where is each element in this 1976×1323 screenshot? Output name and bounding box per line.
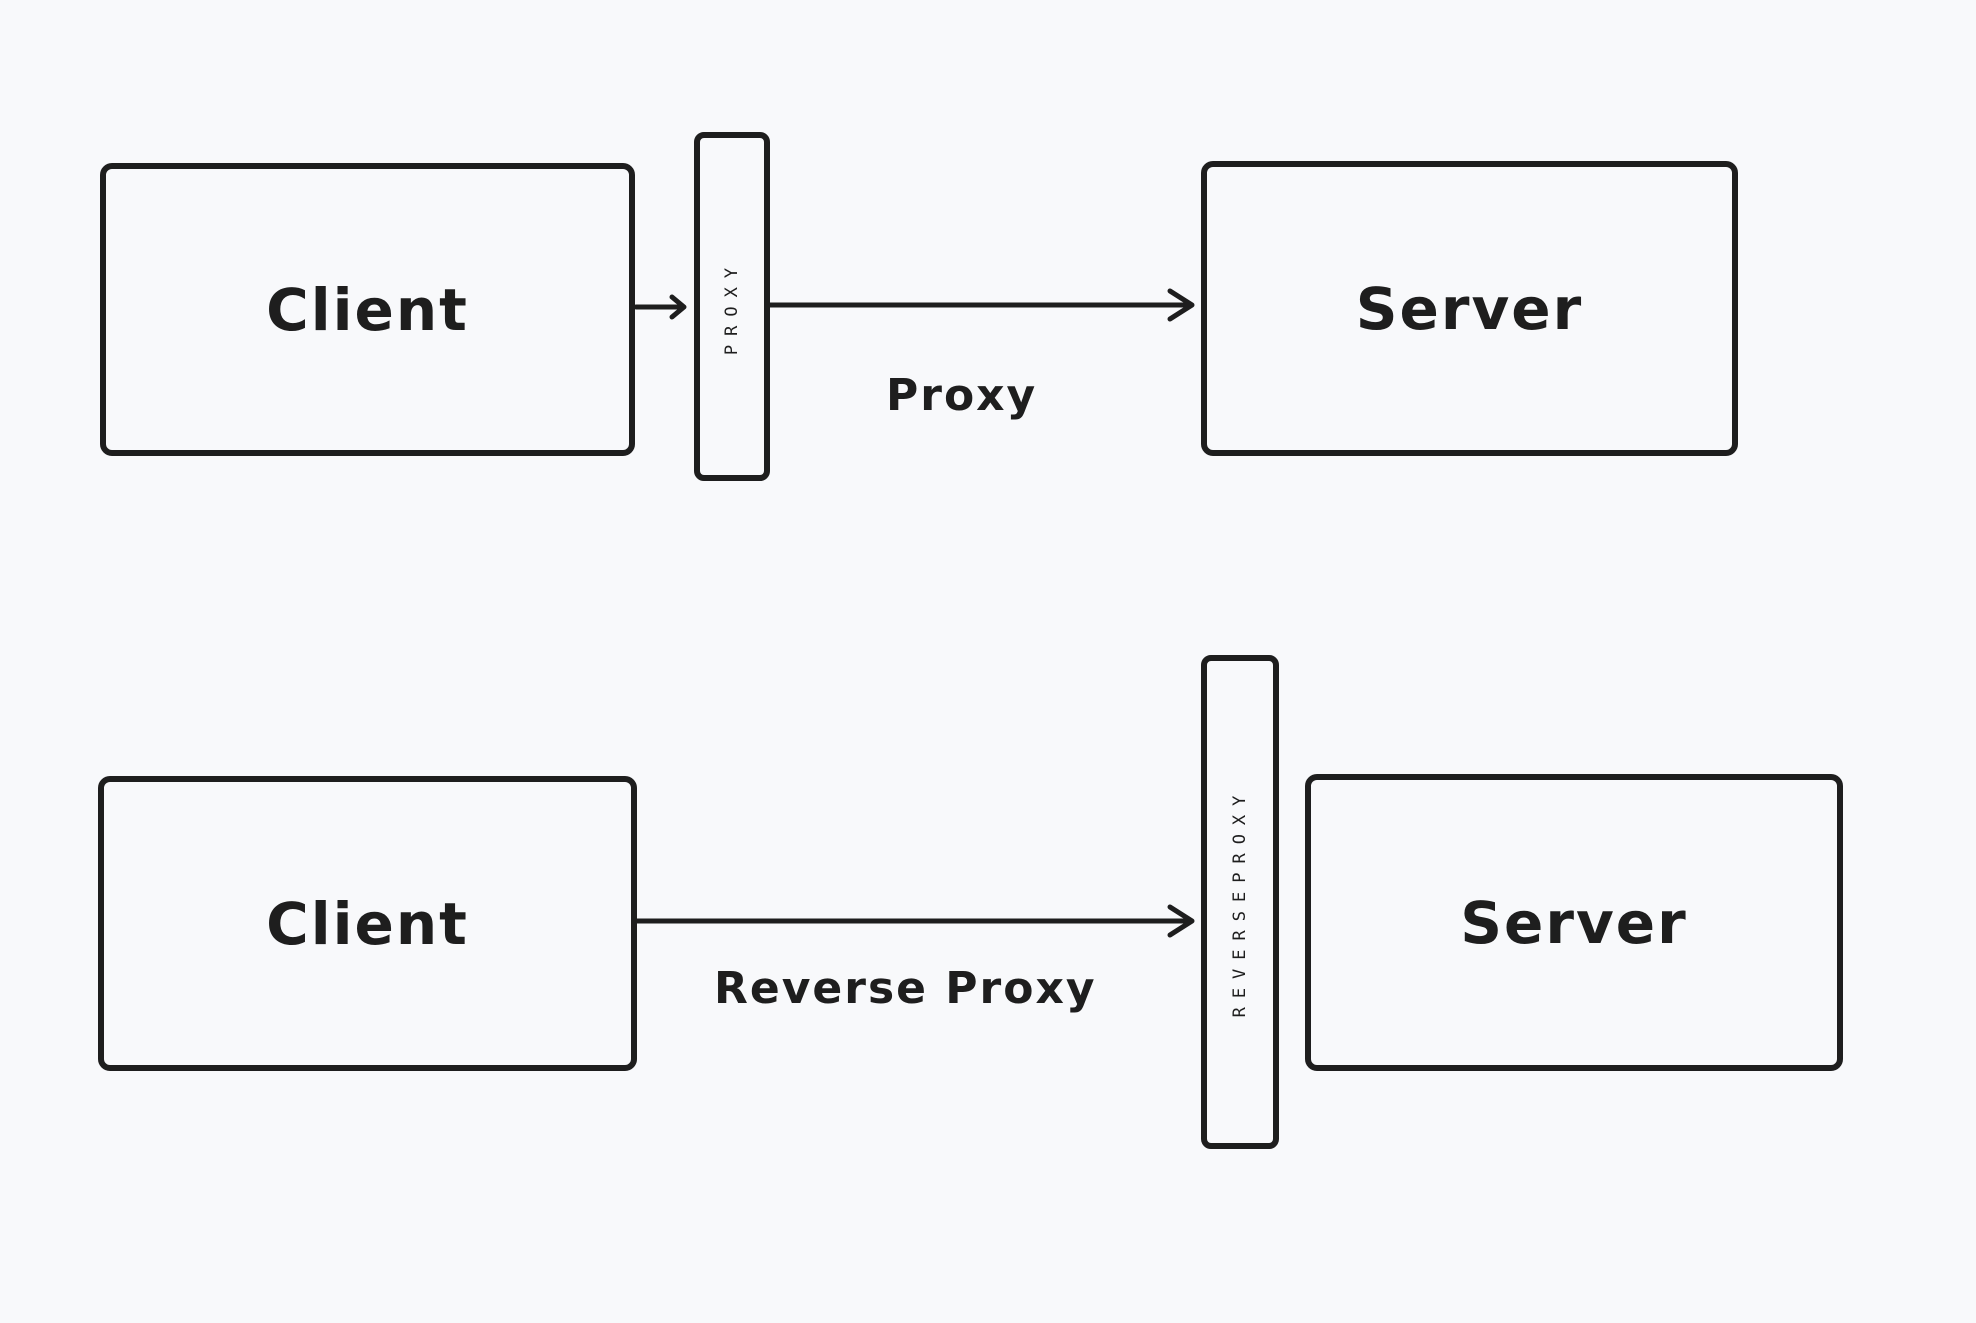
bottom-client-label: Client [266, 889, 469, 958]
arrow-client-to-reverse-proxy [633, 904, 1195, 938]
arrow-proxy-to-server [767, 288, 1195, 322]
proxy-bar: PROXY [694, 132, 770, 481]
top-client-box: Client [100, 163, 635, 456]
top-server-box: Server [1201, 161, 1738, 456]
bottom-server-box: Server [1305, 774, 1843, 1071]
proxy-bar-text: PROXY [722, 258, 742, 355]
top-server-label: Server [1355, 274, 1584, 343]
bottom-client-box: Client [98, 776, 637, 1071]
arrow-client-to-proxy [633, 294, 687, 320]
top-edge-label: Proxy [886, 370, 1038, 421]
top-client-label: Client [266, 275, 469, 344]
reverse-proxy-bar: REVERSEPROXY [1201, 655, 1279, 1149]
bottom-server-label: Server [1460, 888, 1688, 957]
bottom-edge-label: Reverse Proxy [714, 963, 1097, 1014]
reverse-proxy-bar-text: REVERSEPROXY [1230, 786, 1250, 1018]
